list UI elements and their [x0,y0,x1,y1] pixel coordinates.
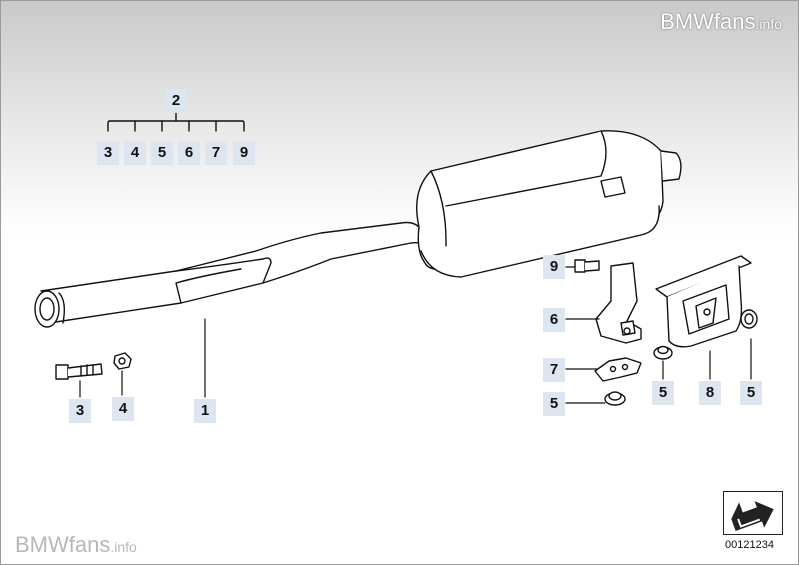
screw [574,259,600,273]
forward-arrow-icon[interactable] [723,491,783,535]
callout-group-2[interactable]: 2 [165,89,187,113]
callout-nut-4[interactable]: 4 [112,397,134,421]
leader-lines [79,266,752,404]
callout-bolt-3[interactable]: 3 [69,399,91,423]
callout-group-3[interactable]: 3 [97,141,119,165]
hex-nut [113,352,132,370]
pipe-clamp [594,357,642,382]
rubber-hanger [655,255,752,348]
watermark-top: BMWfans.info [660,9,782,34]
flange-nut [604,391,626,406]
watermark-bottom: BMWfans.info [15,532,137,557]
callout-group-6[interactable]: 6 [178,141,200,165]
callout-nut-5-right[interactable]: 5 [740,381,762,405]
callout-group-9[interactable]: 9 [233,141,255,165]
diagram-number: 00121234 [725,539,774,551]
rear-silencer [34,130,682,328]
flange-nut [740,309,758,329]
callout-pipe-1[interactable]: 1 [194,399,216,423]
callout-nut-5-left[interactable]: 5 [543,392,565,416]
callout-screw-9[interactable]: 9 [543,255,565,279]
callout-bracket-6[interactable]: 6 [543,308,565,332]
hex-bolt [55,363,103,380]
callout-group-5[interactable]: 5 [151,141,173,165]
mounting-bracket [595,262,642,344]
callout-clamp-7[interactable]: 7 [543,358,565,382]
group-bracket-lines [107,110,245,132]
callout-nut-5-mid[interactable]: 5 [652,381,674,405]
callout-group-4[interactable]: 4 [124,141,146,165]
callout-group-7[interactable]: 7 [205,141,227,165]
flange-nut [653,345,673,360]
callout-hanger-8[interactable]: 8 [699,381,721,405]
forward-arrow-icon-graphic [731,501,774,531]
